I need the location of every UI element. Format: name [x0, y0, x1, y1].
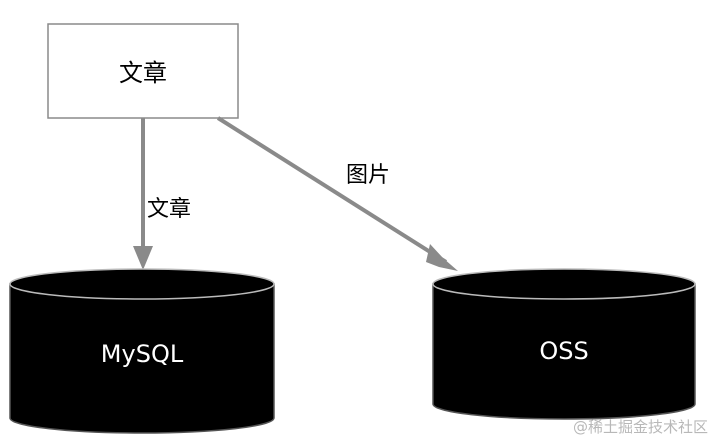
- oss-cylinder-body: [432, 283, 696, 420]
- oss-label: OSS: [539, 337, 588, 365]
- oss-cylinder-top: [432, 268, 696, 300]
- edge-article-to-mysql: 文章: [133, 118, 191, 270]
- arrowhead-oss: [426, 244, 458, 271]
- watermark-text: @稀土掘金技术社区: [573, 418, 708, 436]
- mysql-cylinder-body: [9, 283, 275, 434]
- oss-node: OSS: [432, 268, 696, 420]
- edge-label-image: 图片: [346, 163, 390, 188]
- edge-label-article: 文章: [147, 197, 191, 222]
- arrow-article-to-oss: [216, 116, 448, 264]
- article-box: [47, 23, 239, 119]
- arrowhead-mysql: [133, 246, 153, 270]
- article-node: 文章: [47, 23, 239, 119]
- mysql-node: MySQL: [9, 268, 275, 434]
- article-box-label: 文章: [119, 59, 167, 87]
- edge-article-to-oss: 图片: [216, 116, 458, 271]
- mysql-label: MySQL: [101, 340, 184, 368]
- mysql-cylinder-top: [9, 268, 275, 300]
